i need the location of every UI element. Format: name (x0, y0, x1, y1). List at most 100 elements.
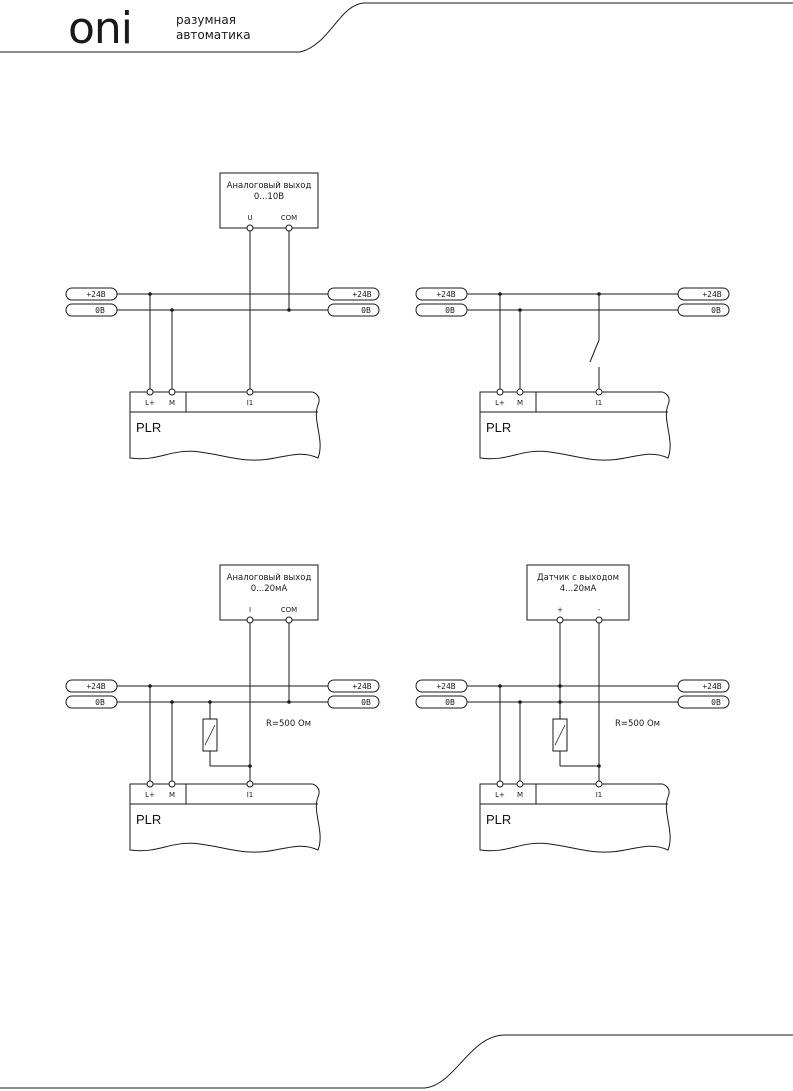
pin-label-com: COM (281, 214, 297, 222)
junction-dot (170, 308, 174, 312)
bus-text-0v-left: 0В (445, 306, 455, 315)
plc-terminal-label-i1: I1 (247, 791, 254, 799)
plc-terminal-label-m: M (169, 399, 175, 407)
plc-terminal (168, 780, 176, 788)
resistor-label: R=500 Ом (615, 719, 660, 729)
oni-logo: oni (68, 3, 132, 54)
resistor-mark (204, 724, 216, 746)
plc-outline (479, 783, 671, 853)
switch-contact (589, 339, 600, 363)
plc-name: PLR (486, 420, 511, 435)
diagram-discrete-switch-input: +24В 0В +24В 0В L+ M I1 PLR (415, 287, 730, 461)
plc-terminal (496, 780, 504, 788)
plc-terminal (168, 388, 176, 396)
pin-label-minus: - (598, 606, 601, 614)
bus-text-24v-left: +24В (436, 290, 455, 299)
logo-tagline-line1: разумная (176, 13, 236, 27)
device-box (219, 172, 319, 229)
bus-text-0v-right: 0В (361, 698, 371, 707)
plc-terminal (146, 388, 154, 396)
plc-terminal-label-i1: I1 (247, 399, 254, 407)
plc-terminal (246, 388, 254, 396)
plc-terminal-label-lplus: L+ (145, 399, 155, 407)
plc-name: PLR (136, 812, 161, 827)
plc-terminal (516, 388, 524, 396)
device-box (219, 564, 319, 621)
device-terminal (285, 224, 293, 232)
bus-label-24v-left (65, 287, 118, 301)
plc-block: L+ M I1 PLR (129, 388, 321, 461)
bus-label-24v-left (415, 679, 468, 693)
bus-label-24v-right (677, 679, 730, 693)
bus-label-0v-right (327, 695, 380, 709)
bus-text-0v-right: 0В (711, 306, 721, 315)
diagram-current-sensor: Датчик с выходом 4...20мА + - +24В 0В +2… (415, 564, 730, 853)
header: oni разумная автоматика (0, 2, 793, 54)
device-terminal (246, 616, 254, 624)
bus-text-24v-right: +24В (352, 682, 371, 691)
plc-terminal-label-lplus: L+ (145, 791, 155, 799)
bus-text-0v-right: 0В (361, 306, 371, 315)
pin-label-u: U (247, 214, 252, 222)
junction-dot (170, 700, 174, 704)
device-range: 4...20мА (560, 584, 597, 594)
junction-dot (208, 700, 212, 704)
bus-text-24v-left: +24В (86, 290, 105, 299)
bus-label-0v-right (677, 695, 730, 709)
resistor-label: R=500 Ом (266, 719, 311, 729)
pin-label-com: COM (281, 606, 297, 614)
diagram-analog-current-output: Аналоговый выход 0...20мА I COM +24В 0В … (65, 564, 380, 853)
bus-text-24v-left: +24В (86, 682, 105, 691)
plc-terminal-label-m: M (517, 791, 523, 799)
bus-text-24v-right: +24В (702, 682, 721, 691)
plc-terminal (146, 780, 154, 788)
plc-terminal (496, 388, 504, 396)
plc-block: L+ M I1 PLR (129, 780, 321, 853)
bus-label-0v-left (415, 695, 468, 709)
junction-dot (148, 292, 152, 296)
plc-terminal (516, 780, 524, 788)
bus-label-24v-right (677, 287, 730, 301)
junction-dot (498, 292, 502, 296)
plc-terminal-label-m: M (169, 791, 175, 799)
bus-label-0v-right (327, 303, 380, 317)
junction-dot (558, 700, 562, 704)
footer-rule (0, 1034, 793, 1089)
junction-dot (518, 700, 522, 704)
junction-dot (248, 764, 252, 768)
device-terminal (595, 616, 603, 624)
resistor-mark (554, 724, 566, 746)
plc-name: PLR (486, 812, 511, 827)
plc-outline (479, 391, 671, 461)
plc-terminal-label-lplus: L+ (495, 399, 505, 407)
plc-outline (129, 783, 321, 853)
device-terminal (246, 224, 254, 232)
plc-name: PLR (136, 420, 161, 435)
plc-terminal (246, 780, 254, 788)
device-title: Аналоговый выход (227, 573, 312, 583)
junction-dot (148, 684, 152, 688)
junction-dot (287, 308, 291, 312)
pin-label-i: I (249, 606, 251, 614)
device-range: 0...20мА (251, 584, 288, 594)
device-terminal (556, 616, 564, 624)
header-rule (0, 2, 793, 53)
junction-dot (498, 684, 502, 688)
plc-block: L+ M I1 PLR (479, 388, 671, 461)
pin-label-plus: + (557, 606, 563, 614)
diagram-analog-voltage-output: Аналоговый выход 0...10В U COM +24В 0В +… (65, 172, 380, 461)
bus-text-24v-left: +24В (436, 682, 455, 691)
plc-terminal-label-i1: I1 (596, 399, 603, 407)
bus-label-0v-right (677, 303, 730, 317)
plc-outline (129, 391, 321, 461)
device-box (526, 564, 630, 621)
junction-dot (518, 308, 522, 312)
junction-dot (597, 292, 601, 296)
plc-terminal-label-lplus: L+ (495, 791, 505, 799)
junction-dot (287, 700, 291, 704)
plc-block: L+ M I1 PLR (479, 780, 671, 853)
logo-tagline-line2: автоматика (176, 28, 251, 42)
bus-label-0v-left (415, 303, 468, 317)
device-terminal (285, 616, 293, 624)
